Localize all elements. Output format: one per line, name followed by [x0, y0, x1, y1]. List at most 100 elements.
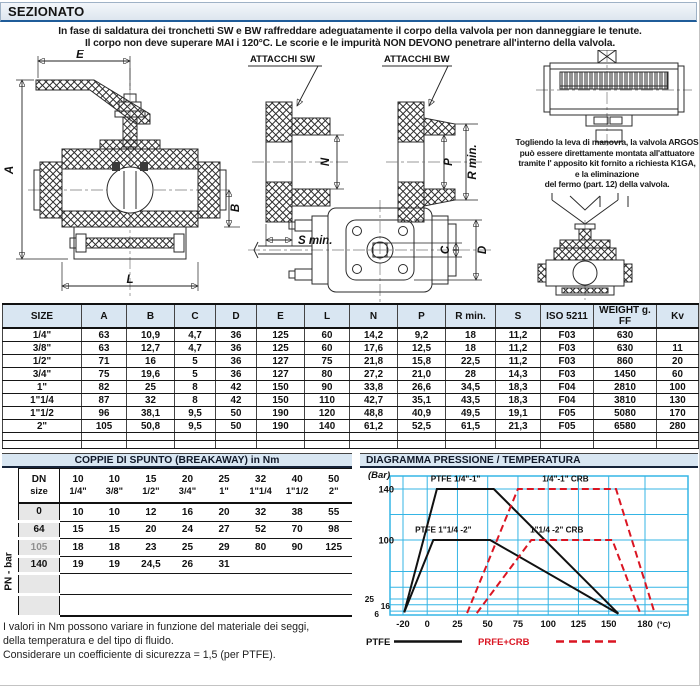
torque-cell: 10: [96, 503, 133, 522]
torque-cell: 70: [278, 521, 316, 539]
torque-cell: 25: [169, 538, 206, 557]
table-cell: [495, 432, 541, 441]
table-cell: 2810: [593, 380, 657, 394]
torque-cell: 19: [59, 556, 97, 574]
table-cell: 1": [2, 380, 82, 394]
table-cell: 28: [445, 367, 496, 381]
y-tick-label: 6: [374, 609, 379, 619]
y-tick-label: 16: [381, 601, 391, 611]
note-line: Togliendo la leva di manovra, la valvola…: [515, 137, 699, 147]
table-cell: 21,3: [495, 419, 541, 433]
torque-cell: 55: [315, 503, 352, 522]
table-cell: [126, 440, 175, 449]
table-cell: 15,8: [397, 354, 446, 368]
x-axis-unit: (°C): [657, 620, 671, 629]
table-cell: [540, 440, 594, 449]
table-cell: [81, 432, 127, 441]
curve-label: PTFE 1"1/4 -2": [415, 525, 472, 534]
table-cell: 82: [81, 380, 127, 394]
pn-row-label: 64: [18, 521, 60, 540]
table-cell: [304, 440, 350, 449]
table-cell: 20: [656, 354, 699, 368]
table-cell: [540, 432, 594, 441]
note-line: può essere direttamente montata all'attu…: [519, 147, 695, 158]
table-cell: 6580: [593, 419, 657, 433]
dim-label-P: P: [443, 158, 455, 166]
table-cell: 87: [81, 393, 127, 407]
table-cell: 190: [256, 406, 305, 420]
table-cell: 5: [174, 354, 216, 368]
table-cell: 60: [304, 328, 350, 342]
table-cell: 50: [215, 419, 257, 433]
torque-cell: 20: [132, 521, 170, 539]
torque-cell: 12: [132, 503, 170, 522]
torque-cell: 27: [205, 521, 243, 539]
table-cell: 36: [215, 341, 257, 355]
table-cell: 16: [126, 354, 175, 368]
table-cell: 11,2: [495, 341, 541, 355]
torque-cell: [278, 556, 316, 574]
dim-label-E: E: [76, 50, 84, 61]
table-cell: [397, 432, 446, 441]
diagram-title-text: DIAGRAMMA PRESSIONE / TEMPERATURA: [366, 454, 581, 466]
table-cell: 4,7: [174, 341, 216, 355]
table-cell: 140: [304, 419, 350, 433]
table-cell: [215, 440, 257, 449]
table-cell: 9,2: [397, 328, 446, 342]
column-header: P: [397, 303, 446, 329]
technical-drawings: E A B L ATTACCHI SW: [4, 50, 692, 302]
column-header: D: [215, 303, 257, 329]
table-cell: 630: [593, 328, 657, 342]
table-cell: 127: [256, 367, 305, 381]
dim-label-R-min: R min.: [467, 144, 479, 179]
table-cell: [656, 328, 699, 342]
table-cell: [656, 432, 699, 441]
table-cell: 125: [256, 328, 305, 342]
table-cell: [397, 440, 446, 449]
attacchi-sw-label: ATTACCHI SW: [250, 54, 315, 65]
torque-cell: 20: [205, 503, 243, 522]
table-cell: F03: [540, 341, 594, 355]
torque-cell: 19: [96, 556, 133, 574]
curve-label: 1"1/4 -2" CRB: [530, 525, 583, 534]
curve-label: 1/4"-1" CRB: [542, 474, 589, 483]
table-cell: 1450: [593, 367, 657, 381]
dim-label-L: L: [126, 274, 133, 286]
table-cell: 26,6: [397, 380, 446, 394]
table-cell: 18: [445, 341, 496, 355]
torque-cell: 15: [96, 521, 133, 539]
table-cell: 42,7: [349, 393, 398, 407]
table-cell: [256, 440, 305, 449]
table-cell: F04: [540, 380, 594, 394]
table-cell: 5: [174, 367, 216, 381]
torque-cell: [59, 594, 352, 617]
table-cell: 1"1/2: [2, 406, 82, 420]
table-cell: 18: [445, 328, 496, 342]
table-cell: 125: [256, 341, 305, 355]
table-cell: [593, 432, 657, 441]
empty-row: [2, 432, 699, 441]
table-cell: 2": [2, 419, 82, 433]
x-tick-label: -20: [396, 619, 409, 629]
table-cell: 8: [174, 393, 216, 407]
table-cell: 110: [304, 393, 350, 407]
breakaway-title-text: COPPIE DI SPUNTO (BREAKAWAY) in Nm: [74, 454, 280, 466]
table-cell: 61,2: [349, 419, 398, 433]
table-cell: 38,1: [126, 406, 175, 420]
y-tick-label: 140: [378, 485, 394, 495]
actuator-mounting-arrow: [551, 193, 629, 225]
torque-cell: 10: [59, 503, 97, 522]
table-cell: [174, 432, 216, 441]
table-cell: 3/8": [2, 341, 82, 355]
table-cell: 130: [656, 393, 699, 407]
table-cell: 14,3: [495, 367, 541, 381]
valve-with-iso-flange-drawing: [537, 220, 633, 300]
